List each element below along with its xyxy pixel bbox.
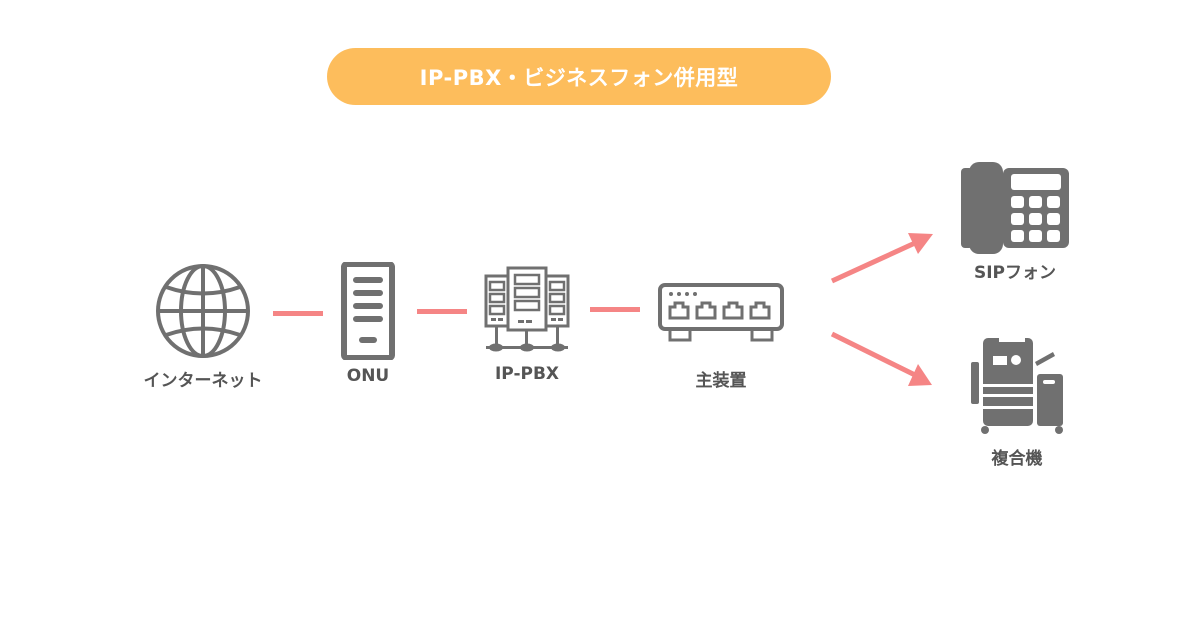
node-onu: ONU (318, 262, 418, 386)
desk-phone-icon (961, 162, 1069, 254)
node-mfp: 複合機 (962, 336, 1072, 469)
onu-device-icon (341, 262, 395, 360)
node-sip-phone: SIPフォン (952, 160, 1078, 283)
globe-icon (156, 264, 250, 358)
connector-line (273, 311, 323, 316)
node-label: 複合機 (991, 449, 1043, 469)
server-rack-icon (484, 266, 570, 352)
node-ippbx: IP-PBX (472, 266, 582, 384)
node-label: インターネット (143, 371, 263, 391)
arrow-to-sip-phone (830, 233, 933, 284)
node-label: ONU (346, 366, 390, 386)
node-main-unit: 主装置 (650, 282, 792, 391)
node-internet: インターネット (128, 262, 278, 391)
node-label: 主装置 (695, 371, 747, 391)
network-switch-icon (658, 283, 784, 342)
connector-line (417, 309, 467, 314)
multifunction-printer-icon (971, 338, 1063, 434)
diagram-title: IP-PBX・ビジネスフォン併用型 (327, 48, 831, 105)
node-label: IP-PBX (494, 364, 560, 384)
arrow-to-mfp (830, 331, 932, 386)
connector-line (590, 307, 640, 312)
node-label: SIPフォン (973, 263, 1057, 283)
